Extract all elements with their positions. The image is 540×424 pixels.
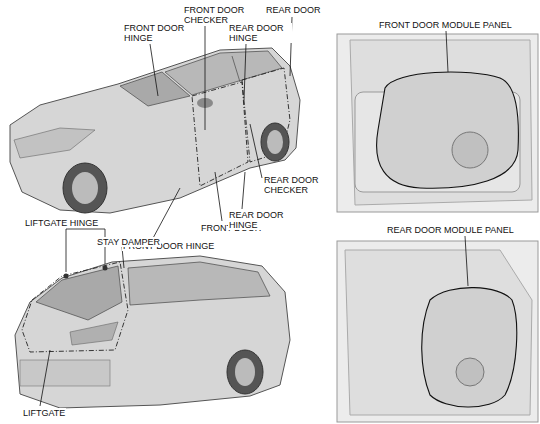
leader-line xyxy=(242,172,245,209)
photo-frame xyxy=(337,241,538,422)
front-door-outline xyxy=(192,82,248,186)
leader-line xyxy=(205,26,206,130)
leader-line xyxy=(152,188,180,240)
front-rim xyxy=(72,172,98,204)
leader-line xyxy=(446,31,448,72)
leader-line xyxy=(215,172,222,221)
photo-frame xyxy=(337,34,538,212)
rear-window xyxy=(36,266,122,320)
part-label: REAR DOOR xyxy=(265,5,322,15)
car-rear-view xyxy=(15,256,290,408)
headlight-grille xyxy=(14,128,95,158)
part-label: FRONT DOOR CHECKER xyxy=(183,5,251,25)
rear-bumper xyxy=(20,360,110,386)
bracket xyxy=(66,229,105,230)
module-panel-outline xyxy=(422,288,517,407)
hinge-mark xyxy=(103,266,108,271)
part-label: REAR DOOR HINGE xyxy=(228,210,292,230)
part-label: REAR DOOR MODULE PANEL xyxy=(386,225,515,235)
part-label: STAY DAMPER xyxy=(96,237,161,247)
rear-door-outline xyxy=(242,68,290,162)
leader-line xyxy=(250,124,262,178)
part-label: FRONT DOOR MODULE PANEL xyxy=(378,20,513,30)
car-body xyxy=(10,48,300,213)
part-label: REAR DOOR CHECKER xyxy=(263,175,327,195)
leader-line xyxy=(150,44,158,96)
leader-line xyxy=(465,236,468,286)
speaker-opening xyxy=(452,132,488,168)
part-label: LIFTGATE xyxy=(22,408,66,418)
side-windows xyxy=(128,262,270,305)
leader-line xyxy=(66,229,67,272)
speaker-opening xyxy=(456,358,484,386)
door-frame xyxy=(350,40,532,205)
rear-rim xyxy=(267,130,283,154)
hinge-mark xyxy=(64,274,69,279)
rear-wheel xyxy=(261,123,289,161)
leader-line xyxy=(40,350,50,406)
front-wheel xyxy=(63,163,107,213)
rear-rim xyxy=(235,358,255,386)
tail-light xyxy=(70,322,118,345)
side-windows xyxy=(165,51,282,95)
car-body xyxy=(15,256,290,408)
leader-lines xyxy=(40,17,468,406)
b-pillar xyxy=(232,56,240,82)
module-panel-outline xyxy=(377,72,519,188)
liftgate-outline xyxy=(22,262,128,352)
door-frame xyxy=(345,250,532,415)
front-door-inner-view xyxy=(337,34,538,212)
rear-wheel xyxy=(227,350,263,394)
part-label: REAR DOOR HINGE xyxy=(228,23,292,43)
car-front-view xyxy=(10,48,300,213)
leader-line xyxy=(244,44,246,100)
part-label: LIFTGATE HINGE xyxy=(24,218,99,228)
rear-door-inner-view xyxy=(337,241,538,422)
part-label: FRONT DOOR HINGE xyxy=(123,23,191,43)
